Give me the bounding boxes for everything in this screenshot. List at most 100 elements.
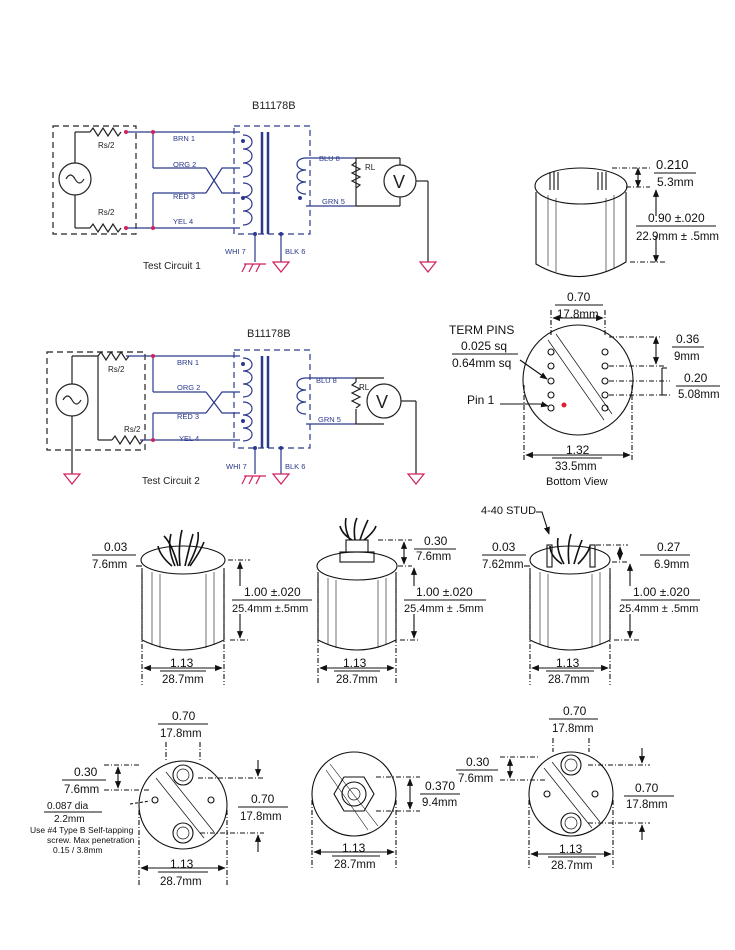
left-can-dims: 0.03 7.6mm 1.00 ±.020 25.4mm ±.5mm 1.13 … [92,540,312,686]
resistor-rs-top [97,350,130,362]
brn-label: BRN 1 [173,134,195,143]
stud-height-in: 0.30 [424,534,448,548]
pin-square-in: 0.025 sq [461,339,507,353]
side-view-can-threaded-stud [316,517,420,685]
ground-icon [271,261,291,273]
pin-offset-mm: 9mm [674,351,700,363]
pin-offset-in: 0.36 [676,332,700,346]
resistor-rs-bottom [111,434,144,446]
can-diameter-in: 1.13 [559,842,583,856]
stud-height-mm: 7.6mm [416,551,451,563]
pin-square-mm: 0.64mm sq [452,356,511,370]
grn-label: GRN 5 [318,415,341,424]
red-label: RED 3 [177,412,199,421]
diameter-mm: 33.5mm [555,461,597,473]
rs-top-label: Rs/2 [98,141,115,150]
hole-offset-mm: 7.6mm [64,784,99,796]
lead-offset-mm: 7.6mm [92,559,127,571]
top-view-mounting-holes [104,742,264,885]
hole-offset-in: 0.30 [74,765,98,779]
can-diameter-in: 1.13 [170,857,194,871]
rl-label: RL [359,383,370,392]
transformer-box [233,125,311,235]
blk-label: BLK 6 [285,462,305,471]
ground-icon [406,473,426,485]
stud-label: 4-40 STUD [481,505,536,517]
lead-offset-in: 0.03 [104,540,128,554]
stud-offset-in: 0.30 [466,755,490,769]
height-pins-in: 0.210 [656,157,689,172]
transformer-box [233,349,311,449]
test-circuit-1: B11178B Rs/2 Rs/2 BRN 1 ORG 2 RED 3 YEL … [52,100,438,273]
pin-pitch-mm: 5.08mm [678,389,720,401]
height-pins-mm: 5.3mm [657,175,694,189]
hole-diameter-mm: 2.2mm [54,814,85,825]
yel-label: YEL 4 [179,434,199,443]
blu-label: BLU 8 [316,376,337,385]
hole-pitch-mm: 17.8mm [240,811,282,823]
can-height-mm: 25.4mm ± .5mm [619,603,698,615]
org-label: ORG 2 [173,160,196,169]
grn-label: GRN 5 [322,197,345,206]
circuit1-part-label: B11178B [252,100,296,112]
can-height-in: 1.00 ±.020 [633,585,690,599]
can-height-mm: 25.4mm ±.5mm [232,603,308,615]
middle-can-dims: 0.30 7.6mm 1.00 ±.020 25.4mm ± .5mm 1.13… [334,534,486,686]
rl-label: RL [365,163,376,172]
blk-label: BLK 6 [285,247,305,256]
test-circuit-2: B11178B Rs/2 Rs/2 BRN 1 ORG 2 RED 3 YEL … [46,328,426,487]
source-box [46,351,146,451]
stud-spacing-mm: 17.8mm [552,723,594,735]
can-height-mm: 25.4mm ± .5mm [404,603,483,615]
can-height-mm: 22.9mm ± .5mm [636,231,719,243]
red-label: RED 3 [173,192,195,201]
stud-pitch-mm: 17.8mm [626,799,668,811]
circuit2-part-label: B11178B [247,328,291,340]
can-height-in: 1.00 ±.020 [416,585,473,599]
can-diameter-mm: 28.7mm [336,674,378,686]
blu-label: BLU 8 [319,154,340,163]
resistor-rs-top [89,126,122,138]
side-view-short-can [534,167,666,278]
pin1-marker [561,402,567,408]
lead-offset-mm: 7.62mm [482,559,524,571]
hole-spacing-in: 0.70 [172,709,196,723]
resistor-rs-bottom [89,222,122,234]
can-diameter-mm: 28.7mm [162,674,204,686]
rs-bottom-label: Rs/2 [124,425,141,434]
primary-coil-2 [242,182,253,226]
can-height-in: 0.90 ±.020 [648,211,705,225]
bottom-view-title: Bottom View [546,476,608,488]
rs-bottom-label: Rs/2 [98,208,115,217]
pin1-label: Pin 1 [467,393,495,407]
whi-label: WHI 7 [225,247,246,256]
stud-pitch-in: 0.70 [635,781,659,795]
left-top-view-dims: 0.70 17.8mm 0.30 7.6mm 0.087 dia 2.2mm U… [30,709,288,888]
side-view-can-4-40-stud [524,511,640,685]
nut-size-in: 0.370 [425,779,455,793]
stud-spacing-in: 0.70 [563,704,587,718]
term-pins-label: TERM PINS [449,323,514,337]
can-diameter-mm: 28.7mm [551,860,593,872]
circuit2-title: Test Circuit 2 [142,476,200,487]
stud-height-in: 0.27 [657,540,681,554]
right-can-dims: 4-40 STUD 0.03 7.62mm 0.27 6.9mm 1.00 ±.… [481,505,700,686]
diameter-in: 1.32 [566,443,590,457]
hole-spacing-mm: 17.8mm [160,728,202,740]
brn-label: BRN 1 [177,358,199,367]
can-diameter-in: 1.13 [343,656,367,670]
circuit1-title: Test Circuit 1 [143,261,201,272]
pin-row-width-in: 0.70 [567,290,591,304]
org-label: ORG 2 [177,383,200,392]
hole-diameter-in: 0.087 dia [47,801,89,812]
nut-size-mm: 9.4mm [422,797,457,809]
load-resistor [350,381,362,409]
voltmeter-label: V [393,172,405,192]
ground-icon [418,261,438,273]
whi-label: WHI 7 [226,462,247,471]
yel-label: YEL 4 [173,217,193,226]
top-view-studs [500,738,650,870]
right-top-view-dims: 0.70 17.8mm 0.30 7.6mm 0.70 17.8mm 1.13 … [456,704,674,872]
ground-icon [271,473,291,485]
